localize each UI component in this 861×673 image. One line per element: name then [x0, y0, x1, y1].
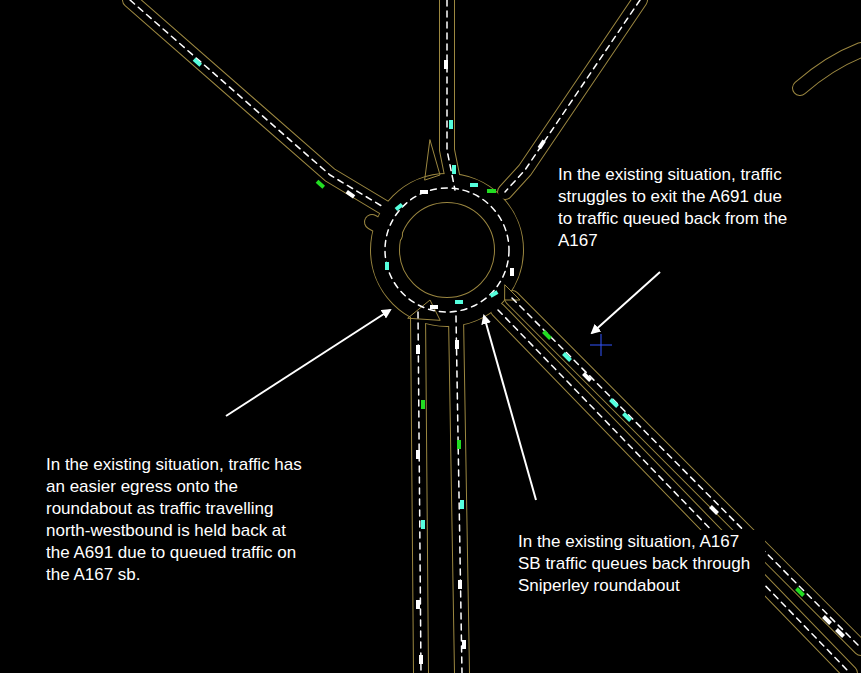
annotation-note: In the existing situation, A167 SB traff…	[515, 530, 765, 598]
annotation-note: In the existing situation, traffic strug…	[555, 163, 791, 253]
annotation-note: In the existing situation, traffic has a…	[43, 453, 315, 587]
